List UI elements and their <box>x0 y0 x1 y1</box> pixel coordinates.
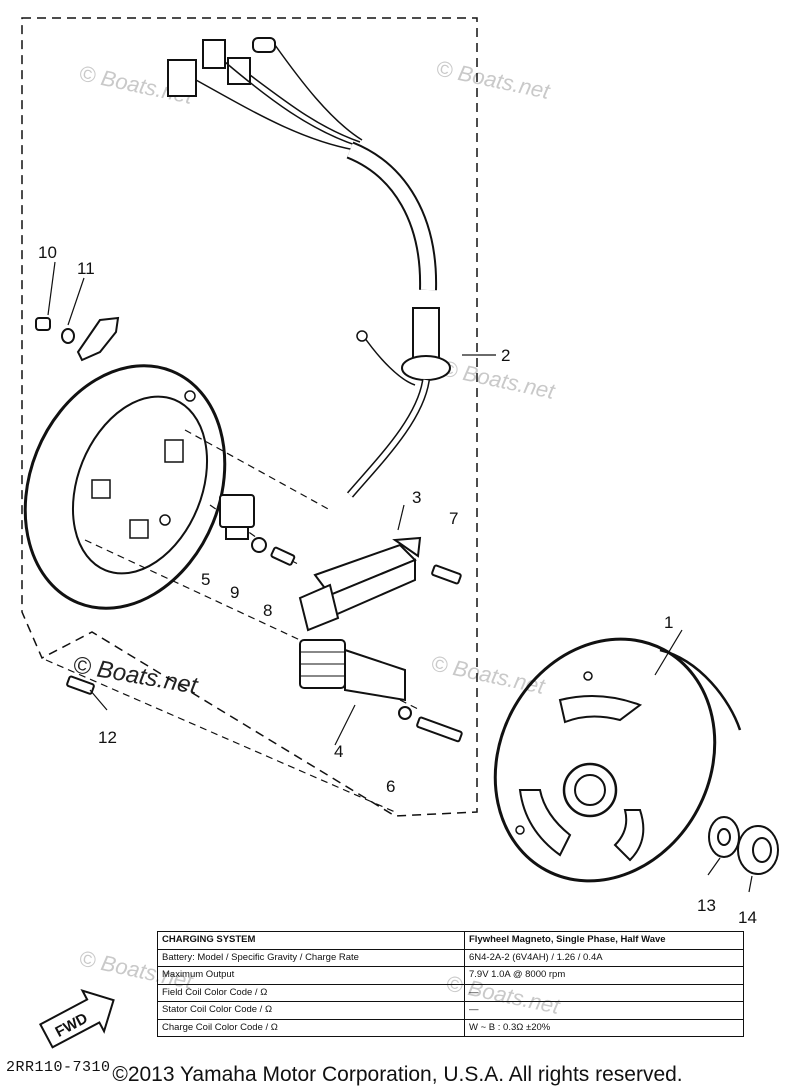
fwd-arrow-icon: FWD <box>38 988 115 1049</box>
callout-2: 2 <box>501 346 510 365</box>
lighting-coil <box>299 639 412 720</box>
watermark: © Boats.net <box>439 355 558 404</box>
callout-3: 3 <box>412 488 421 507</box>
callout-6: 6 <box>386 777 395 796</box>
watermarks: © Boats.net © Boats.net © Boats.net © Bo… <box>71 55 563 1019</box>
callout-7: 7 <box>449 509 458 528</box>
table-cell: Battery: Model / Specific Gravity / Char… <box>157 948 465 967</box>
callout-12: 12 <box>98 728 117 747</box>
flywheel-rotor <box>493 637 742 883</box>
callout-10: 10 <box>38 243 57 262</box>
table-cell: 7.9V 1.0A @ 8000 rpm <box>464 966 744 985</box>
table-cell: Charge Coil Color Code / Ω <box>157 1018 465 1037</box>
pulser-coil <box>219 494 255 540</box>
charging-system-spec-table: CHARGING SYSTEM Flywheel Magneto, Single… <box>157 931 744 1037</box>
diagram-part-code: 2RR110-7310 <box>6 1059 111 1076</box>
table-cell: 6N4-2A-2 (6V4AH) / 1.26 / 0.4A <box>464 948 744 967</box>
callout-13: 13 <box>697 896 716 915</box>
table-cell: CHARGING SYSTEM <box>157 931 465 950</box>
table-row: Charge Coil Color Code / Ω W ~ B : 0.3Ω … <box>157 1018 744 1037</box>
table-row: Stator Coil Color Code / Ω — <box>157 1001 744 1020</box>
callout-11: 11 <box>77 259 95 278</box>
stator-plate <box>23 364 227 610</box>
table-cell: W ~ B : 0.3Ω ±20% <box>464 1018 744 1037</box>
washer-and-nut <box>708 816 779 875</box>
leader-lines <box>45 429 421 813</box>
table-cell: Stator Coil Color Code / Ω <box>157 1001 465 1020</box>
rectifier <box>298 536 422 632</box>
callout-9: 9 <box>230 583 239 602</box>
callout-leaders <box>47 261 753 893</box>
table-row: Field Coil Color Code / Ω — <box>157 983 744 1002</box>
assembly-outline <box>21 17 478 817</box>
callout-14: 14 <box>738 908 757 927</box>
fasteners <box>35 316 463 743</box>
watermark: © Boats.net <box>429 650 548 699</box>
callout-5: 5 <box>201 570 210 589</box>
watermark: © Boats.net <box>434 55 553 104</box>
callout-numbers: 1 2 3 4 5 6 7 8 9 10 11 12 13 14 <box>38 243 757 927</box>
callout-1: 1 <box>664 613 673 632</box>
table-cell: — <box>464 983 744 1002</box>
table-row: Maximum Output 7.9V 1.0A @ 8000 rpm <box>157 966 744 985</box>
callout-4: 4 <box>334 742 343 761</box>
table-row: Battery: Model / Specific Gravity / Char… <box>157 948 744 967</box>
table-cell: Field Coil Color Code / Ω <box>157 983 465 1002</box>
table-cell: Flywheel Magneto, Single Phase, Half Wav… <box>464 931 744 950</box>
wire-harness <box>167 37 451 498</box>
table-cell: — <box>464 1001 744 1020</box>
table-header-row: CHARGING SYSTEM Flywheel Magneto, Single… <box>157 931 744 950</box>
callout-8: 8 <box>263 601 272 620</box>
copyright-notice: ©2013 Yamaha Motor Corporation, U.S.A. A… <box>112 1063 683 1086</box>
table-cell: Maximum Output <box>157 966 465 985</box>
